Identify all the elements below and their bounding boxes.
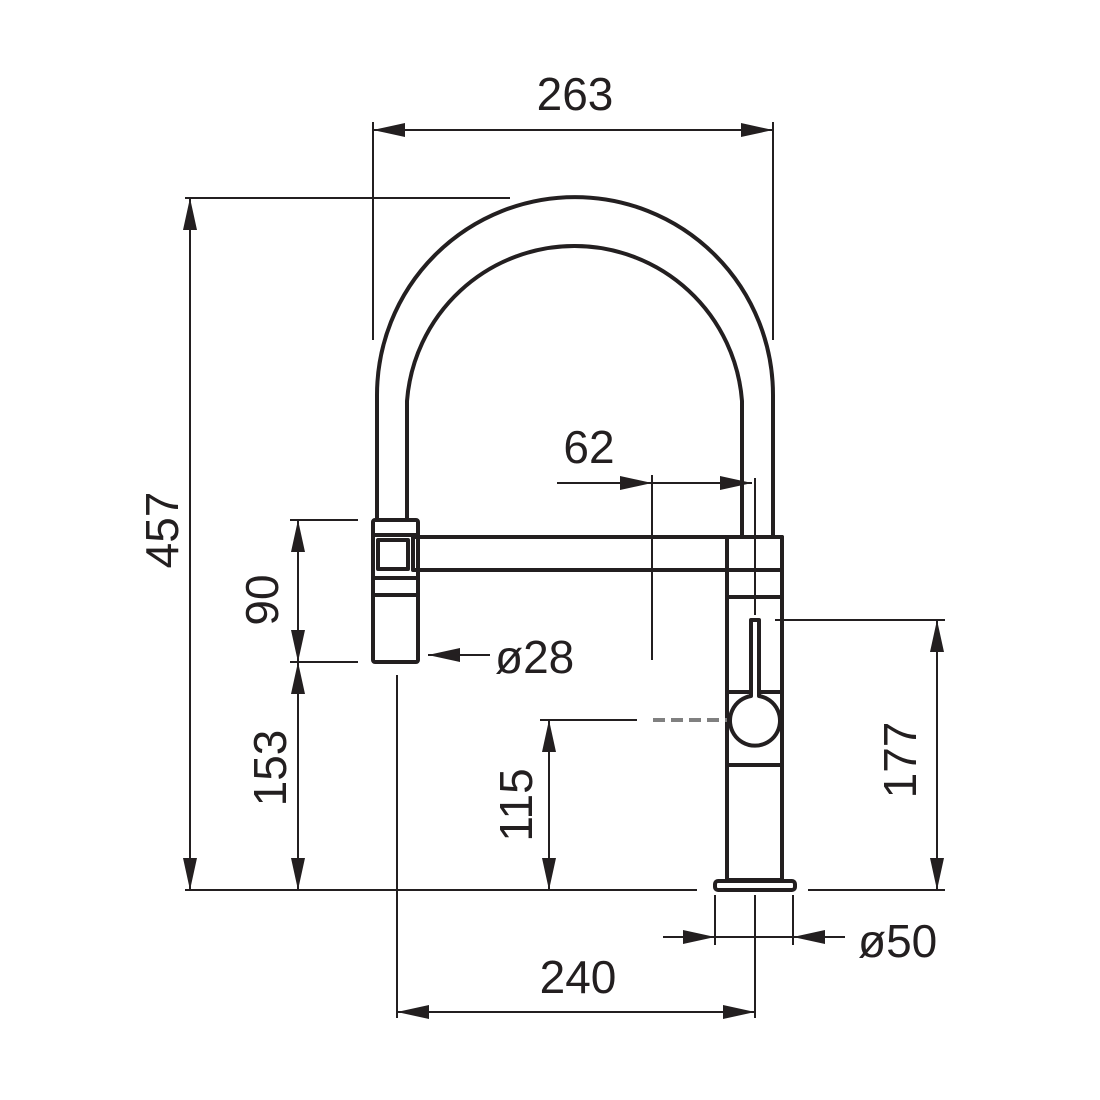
dimension-lines xyxy=(183,122,945,1019)
faucet-base xyxy=(713,879,797,892)
lever-handle xyxy=(728,618,782,748)
spray-head xyxy=(371,518,420,664)
dim-153: 153 xyxy=(244,730,296,807)
dim-115: 115 xyxy=(490,768,542,841)
dim-diameter-28: ø28 xyxy=(495,631,574,683)
dim-240: 240 xyxy=(540,951,617,1003)
hose-arch-outer xyxy=(375,195,775,539)
dim-457: 457 xyxy=(136,492,188,569)
dim-diameter-50: ø50 xyxy=(858,915,937,967)
dim-177: 177 xyxy=(874,722,926,799)
dim-62: 62 xyxy=(563,421,614,473)
dim-90: 90 xyxy=(236,574,288,625)
dim-263: 263 xyxy=(537,68,614,120)
dimension-labels: 263 457 90 153 ø28 62 177 115 240 ø50 xyxy=(136,68,937,1003)
hose-arch-inner xyxy=(405,244,744,539)
faucet-outline xyxy=(371,195,797,892)
